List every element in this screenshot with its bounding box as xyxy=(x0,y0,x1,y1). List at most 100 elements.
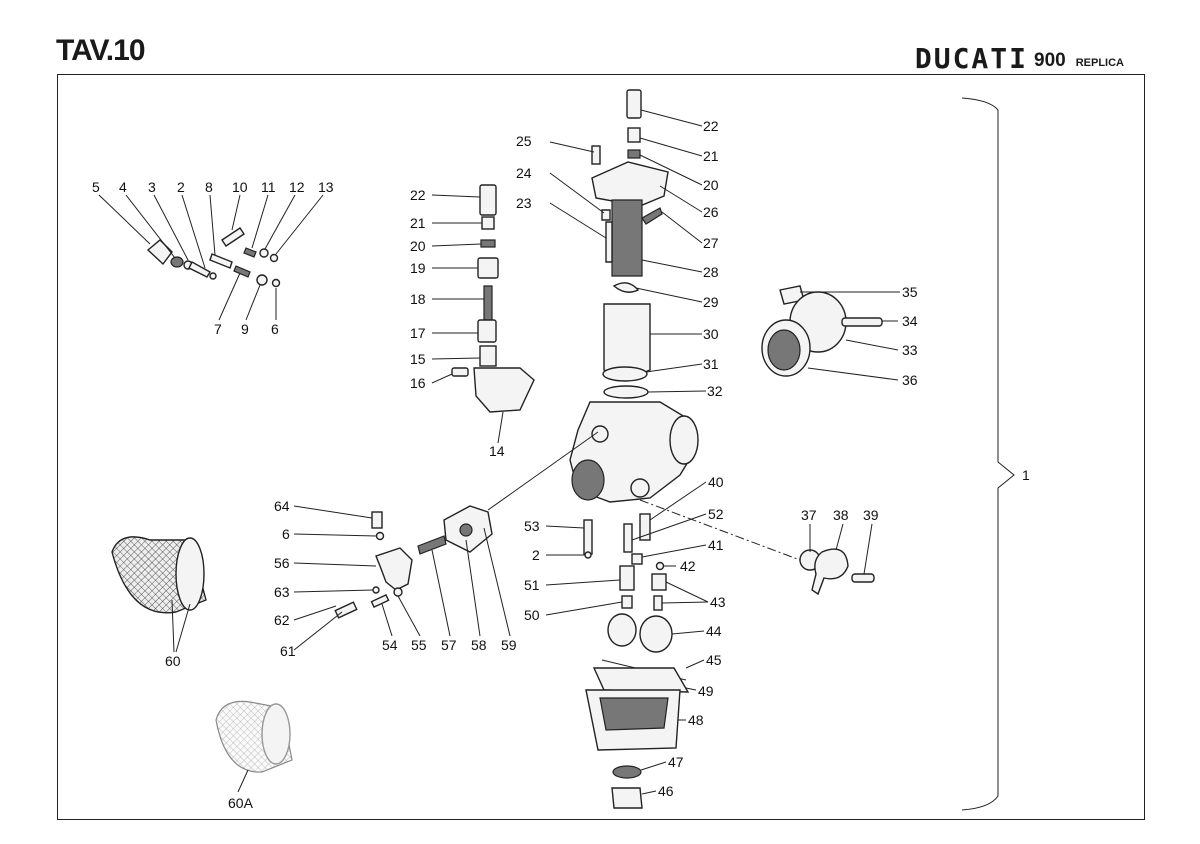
label-5: 5 xyxy=(92,179,100,195)
label-57: 57 xyxy=(441,637,457,653)
label-42: 42 xyxy=(680,558,696,574)
part-7-spring xyxy=(233,265,251,278)
part-11-spring xyxy=(243,247,257,258)
label-36: 36 xyxy=(902,372,918,388)
label-4: 4 xyxy=(119,179,127,195)
carburetor-body xyxy=(569,401,699,503)
part-2-screw xyxy=(188,261,211,278)
label-62: 62 xyxy=(274,612,290,628)
part-32-gasket xyxy=(603,385,649,399)
label-54: 54 xyxy=(382,637,398,653)
part-38-banjo xyxy=(811,548,849,596)
part-6-oring-b xyxy=(375,531,385,541)
label-45: 45 xyxy=(706,652,722,668)
diagram-frame xyxy=(57,74,1145,820)
label-51: 51 xyxy=(524,577,540,593)
label-15: 15 xyxy=(410,351,426,367)
part-14-body xyxy=(473,367,535,413)
label-40: 40 xyxy=(708,474,724,490)
label-7: 7 xyxy=(214,321,222,337)
slide-cap-group xyxy=(549,89,707,399)
label-2-centre: 2 xyxy=(532,547,540,563)
label-9: 9 xyxy=(241,321,249,337)
label-64: 64 xyxy=(274,498,290,514)
part-43-jet-b xyxy=(653,595,663,611)
part-54-valve xyxy=(370,593,390,609)
part-21-top-nut xyxy=(627,127,641,143)
banjo-group xyxy=(639,499,875,596)
part-42-oring xyxy=(655,561,665,571)
label-63: 63 xyxy=(274,584,290,600)
part-31-seal xyxy=(602,366,648,382)
pump-group xyxy=(293,431,599,651)
label-6: 6 xyxy=(271,321,279,337)
filters-group xyxy=(111,536,293,793)
part-64-screw xyxy=(371,511,383,529)
label-33: 33 xyxy=(902,342,918,358)
label-21: 21 xyxy=(410,215,426,231)
part-13-ring xyxy=(269,253,279,263)
part-44-float-right xyxy=(639,615,673,653)
label-17: 17 xyxy=(410,325,426,341)
part-57-spring xyxy=(417,535,447,555)
part-22-top-adjuster xyxy=(626,89,642,119)
label-38: 38 xyxy=(833,507,849,523)
label-37: 37 xyxy=(801,507,817,523)
part-12-ring xyxy=(259,248,269,258)
label-24: 24 xyxy=(516,165,532,181)
label-32: 32 xyxy=(707,383,723,399)
label-3: 3 xyxy=(148,179,156,195)
part-22-cap xyxy=(479,184,497,216)
body-float-bowl-port xyxy=(630,478,650,498)
body-port xyxy=(591,425,609,443)
part-6-oring xyxy=(271,278,281,288)
float-bowl-group xyxy=(585,613,705,809)
part-46-plug xyxy=(611,787,643,809)
label-6-left: 6 xyxy=(282,526,290,542)
label-27: 27 xyxy=(703,235,719,251)
label-11: 11 xyxy=(261,179,276,195)
part-20-top-ring xyxy=(627,149,641,159)
body-outlet xyxy=(669,415,699,465)
part-53-screw xyxy=(583,519,593,555)
label-59: 59 xyxy=(501,637,517,653)
label-53: 53 xyxy=(524,518,540,534)
plate-title: TAV.10 xyxy=(56,34,145,67)
part-16-screw xyxy=(451,367,469,377)
label-60: 60 xyxy=(165,653,181,669)
brand-header: DUCATI 900 REPLICA xyxy=(914,42,1124,75)
part-43-jet-a xyxy=(651,573,667,591)
label-58: 58 xyxy=(471,637,487,653)
label-61: 61 xyxy=(280,643,296,659)
label-49: 49 xyxy=(698,683,714,699)
label-31: 31 xyxy=(703,356,719,372)
label-47: 47 xyxy=(668,754,684,770)
part-24-retainer xyxy=(601,209,611,221)
part-28-spring xyxy=(611,199,643,277)
label-21-top: 21 xyxy=(703,148,719,164)
label-56: 56 xyxy=(274,555,290,571)
body-inlet xyxy=(571,459,605,501)
part-4-washer xyxy=(170,256,184,268)
label-39: 39 xyxy=(863,507,879,523)
label-23: 23 xyxy=(516,195,532,211)
part-59-hole xyxy=(459,523,473,537)
ducati-logo: DUCATI xyxy=(914,42,1029,75)
label-25: 25 xyxy=(516,133,532,149)
part-23-needle xyxy=(605,221,613,263)
part-2-oring xyxy=(584,551,592,559)
label-44: 44 xyxy=(706,623,722,639)
starter-column xyxy=(431,184,535,444)
label-55: 55 xyxy=(411,637,427,653)
part-50-seat xyxy=(621,595,633,609)
label-29: 29 xyxy=(703,294,719,310)
part-44-float-left xyxy=(607,613,637,647)
part-48-bowl-inner xyxy=(599,697,669,731)
part-10-screw xyxy=(221,227,245,247)
part-60-rim xyxy=(175,537,205,611)
label-10: 10 xyxy=(232,179,248,195)
part-25-screw xyxy=(591,145,601,165)
part-34-bolt xyxy=(841,317,883,327)
label-41: 41 xyxy=(708,537,724,553)
